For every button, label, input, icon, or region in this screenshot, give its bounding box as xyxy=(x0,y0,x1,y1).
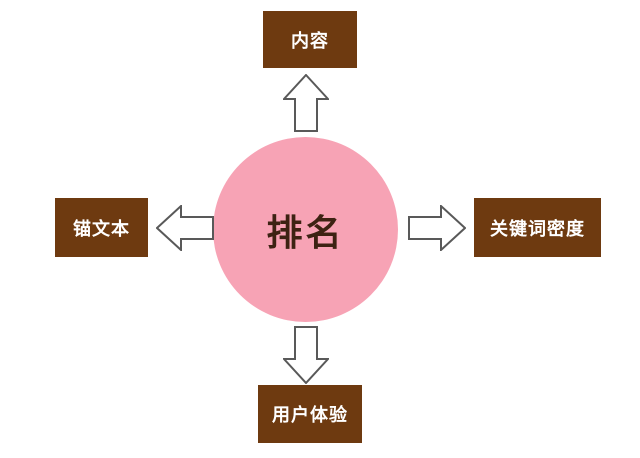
node-content-label: 内容 xyxy=(291,30,329,52)
node-keyword-density-label: 关键词密度 xyxy=(490,218,585,240)
arrow-left-icon xyxy=(156,205,214,251)
node-keyword-density: 关键词密度 xyxy=(474,198,601,257)
node-anchor-text: 锚文本 xyxy=(55,198,148,257)
arrow-right-icon xyxy=(408,205,466,251)
arrow-up-icon xyxy=(283,74,329,132)
arrow-down-icon xyxy=(283,326,329,384)
node-content: 内容 xyxy=(263,11,357,68)
node-anchor-text-label: 锚文本 xyxy=(73,218,130,240)
node-user-experience: 用户体验 xyxy=(258,385,362,443)
center-circle-label: 排名 xyxy=(266,212,345,254)
node-user-experience-label: 用户体验 xyxy=(272,405,348,426)
center-circle-ranking: 排名 xyxy=(213,137,398,322)
